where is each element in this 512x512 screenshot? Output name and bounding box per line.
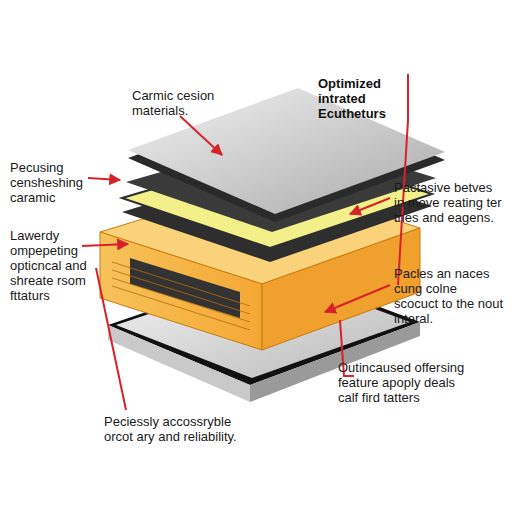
callout-label: Carmic cesion materials. <box>132 88 252 118</box>
callout-label: Outincaused offersing feature apoply dea… <box>338 360 478 405</box>
callout-label: Pactasive betves in move reating ter tne… <box>394 180 504 225</box>
callout-label: Pacles an naces cung colne scocuct to th… <box>394 266 504 326</box>
callout-label: Pecusing censheshing caramic <box>10 160 90 205</box>
diagram-title: Optimized intrated Ecutheturs <box>318 76 404 121</box>
callout-label: Peciessly accossryble orcot ary and reli… <box>104 414 244 444</box>
callout-label: Lawerdy ompepeting opticncal and shreate… <box>10 228 110 303</box>
